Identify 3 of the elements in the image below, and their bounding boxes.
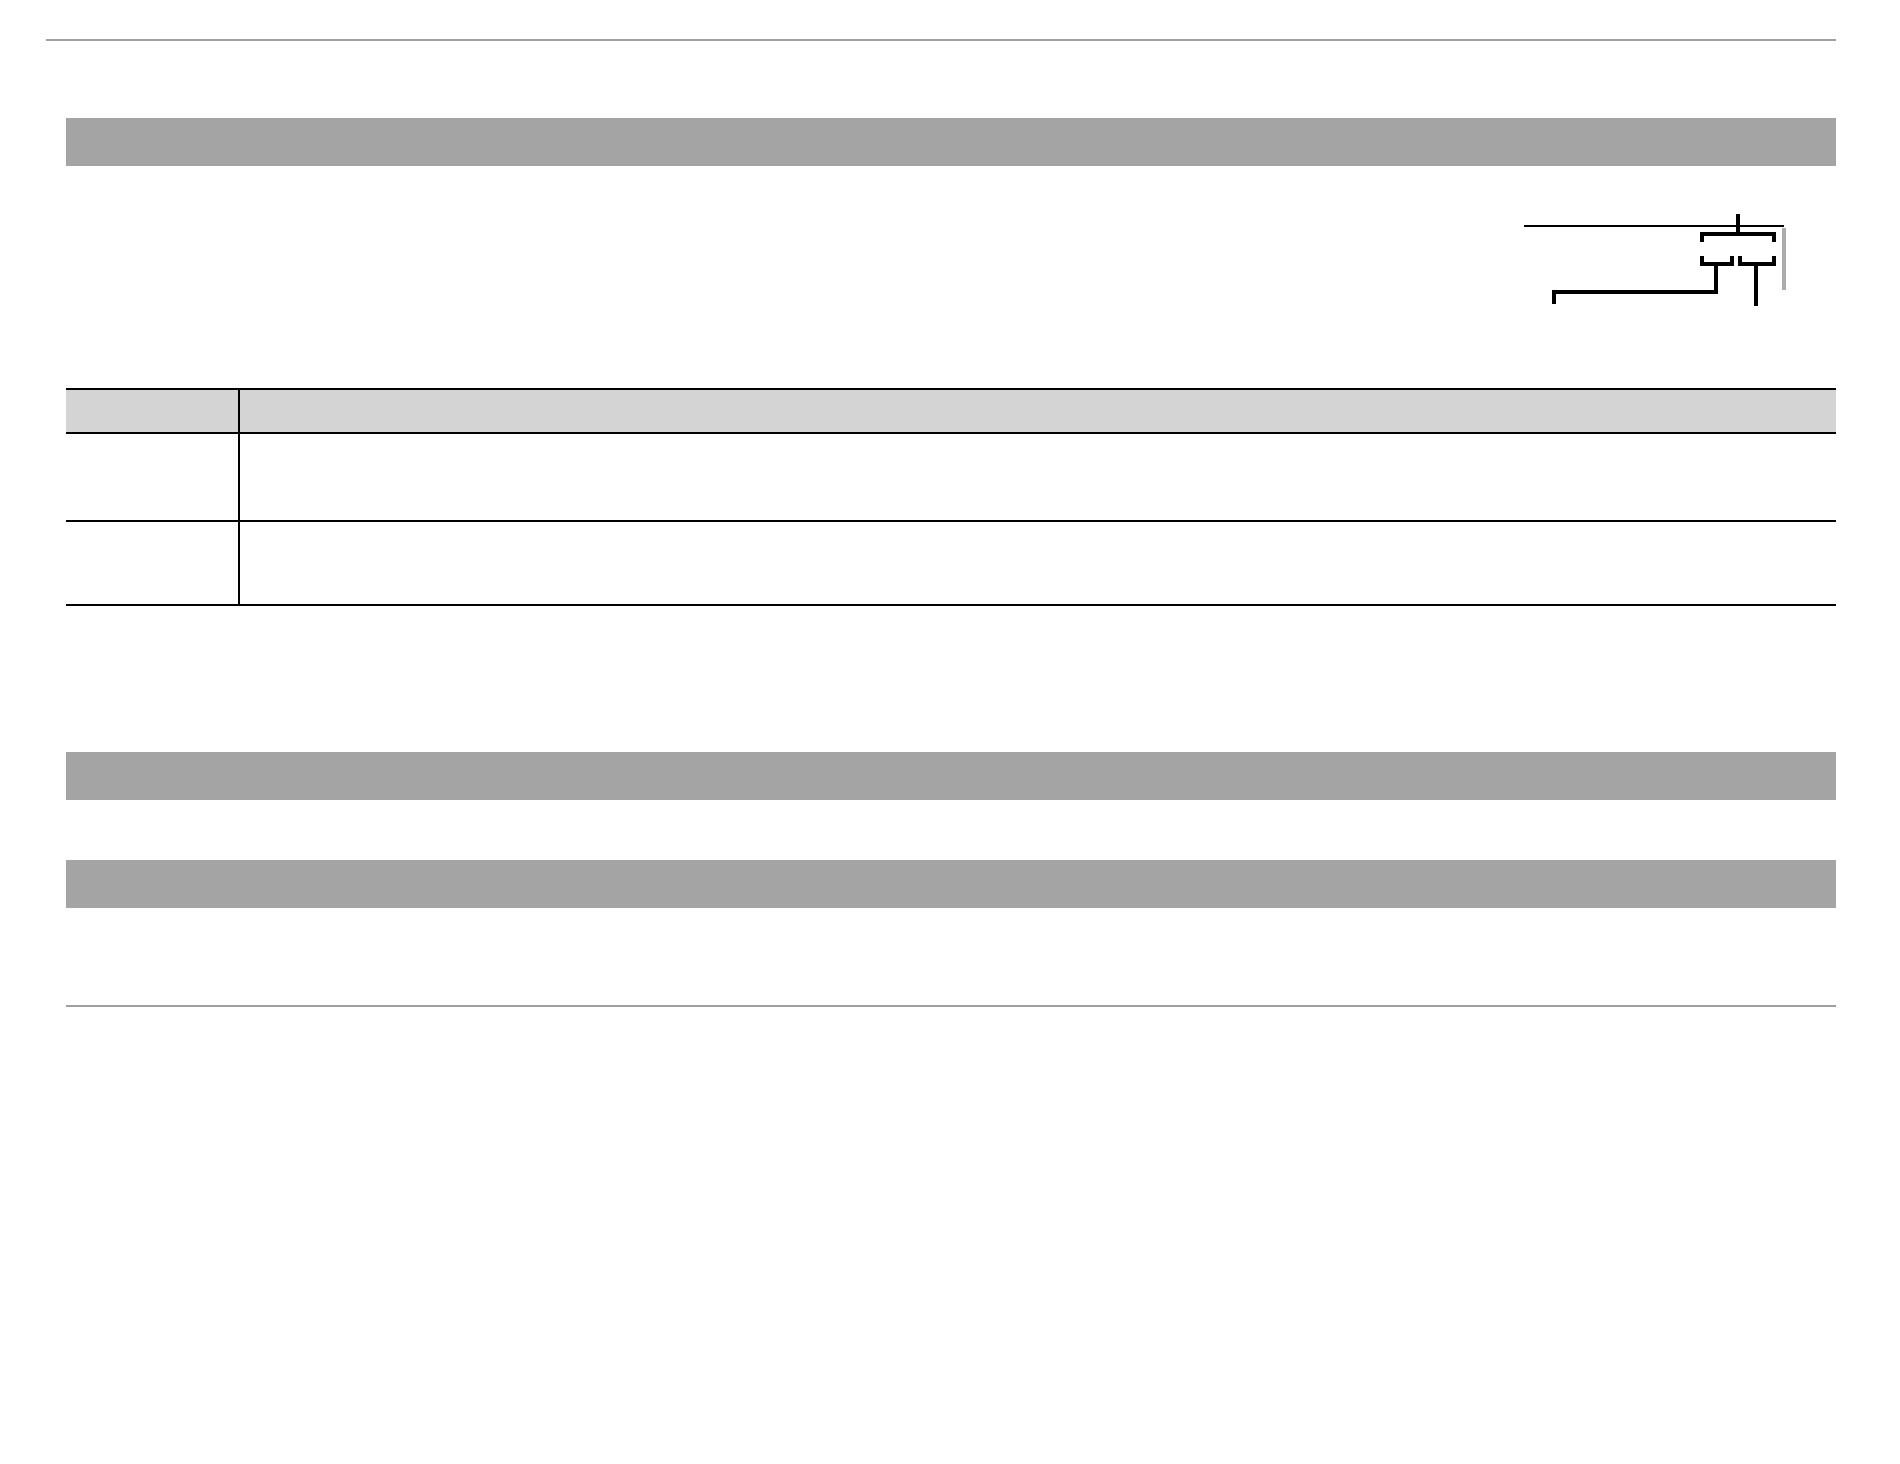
section-header-bar	[66, 118, 1836, 166]
section-header-bar	[66, 752, 1836, 800]
section-header-bar	[66, 860, 1836, 908]
